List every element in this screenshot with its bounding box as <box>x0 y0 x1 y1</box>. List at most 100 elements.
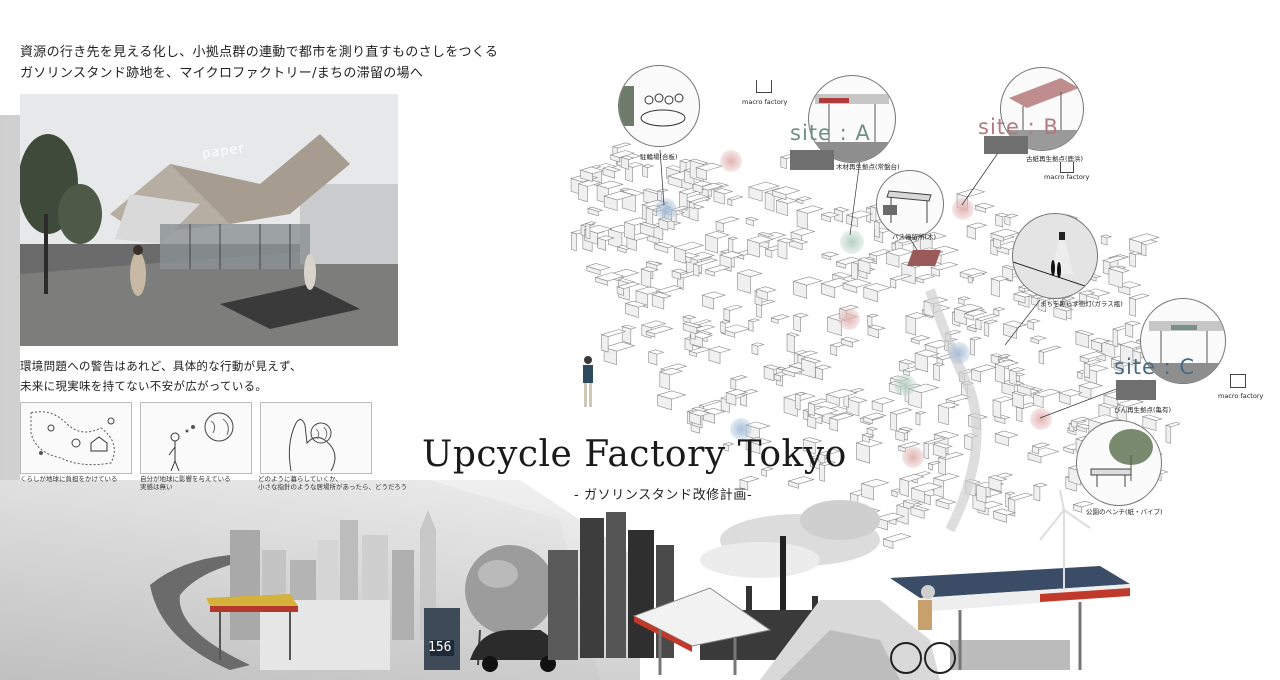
map-block-side <box>1004 215 1011 226</box>
map-block-side <box>1073 504 1083 513</box>
problem-statement: 環境問題への警告はあれど、具体的な行動が見えず、 未来に現実味を持てない不安が広… <box>20 356 302 396</box>
map-block-side <box>616 246 627 254</box>
map-block-side <box>988 476 1002 492</box>
map-block-side <box>836 261 846 269</box>
label-site-b: 古紙再生拠点(鹿浜) <box>1026 155 1084 163</box>
map-block-side <box>682 323 698 335</box>
label-site-a: 木材再生拠点(常盤台) <box>836 163 900 171</box>
map-block-side <box>905 315 917 336</box>
map-block-side <box>658 218 669 231</box>
map-block-side <box>1142 416 1157 432</box>
map-block-side <box>983 321 990 337</box>
map-block-side <box>667 175 683 189</box>
map-block-side <box>705 269 715 277</box>
bus-stop-marker <box>907 250 941 266</box>
label-lamp: まちを照らす街灯(ガラス瓶) <box>1040 300 1123 308</box>
map-block-side <box>595 277 609 286</box>
map-block-side <box>1033 484 1041 502</box>
map-block-side <box>975 205 986 213</box>
map-block-side <box>782 368 795 378</box>
map-block-side <box>789 239 803 251</box>
map-block-side <box>1132 350 1141 363</box>
site-b-building <box>984 136 1028 154</box>
map-block-side <box>1027 320 1034 330</box>
standing-person <box>583 356 593 407</box>
map-block-side <box>657 394 672 411</box>
fuel-price-sign: 156 <box>428 640 452 655</box>
macro-factory-icon-2 <box>1060 162 1074 173</box>
site-c-building <box>1116 380 1156 400</box>
map-block-side <box>994 433 1010 447</box>
map-block-side <box>723 443 729 452</box>
map-block-side <box>786 333 795 354</box>
map-block-side <box>586 265 601 276</box>
map-block-side <box>1058 392 1071 406</box>
site-c-label: site : C <box>1114 355 1196 379</box>
panel-3-caption: どのように暮らしていくか、 小さな指針のような居場所があったら、どうだろう <box>258 475 408 491</box>
map-block-side <box>808 402 815 417</box>
hotspot-blue-2 <box>948 342 970 364</box>
map-block-side <box>625 164 634 183</box>
map-block-side <box>883 538 894 549</box>
map-block-side <box>938 404 949 426</box>
map-block-side <box>796 209 808 230</box>
map-block-side <box>677 275 684 290</box>
hotspot-red-4 <box>1030 408 1052 430</box>
problem-line-1: 環境問題への警告はあれど、具体的な行動が見えず、 <box>20 359 302 373</box>
map-block-side <box>737 272 751 294</box>
map-block-side <box>702 294 714 310</box>
person-earth-sketch <box>168 412 234 472</box>
hotspot-red-2 <box>952 198 974 220</box>
map-block-side <box>640 268 652 288</box>
map-block-side <box>689 201 695 210</box>
map-block-side <box>795 393 801 411</box>
map-block-side <box>601 334 609 353</box>
map-block-side <box>915 412 921 426</box>
map-block-side <box>1165 424 1172 444</box>
map-block-side <box>745 218 754 227</box>
map-block-side <box>895 430 905 443</box>
map-block-side <box>610 154 620 163</box>
map-block-side <box>891 490 898 498</box>
map-block-side <box>967 325 977 333</box>
map-block-side <box>761 468 767 477</box>
panel-2-caption: 自分が地球に影響を与えている 実感は無い <box>140 475 231 491</box>
map-block-side <box>745 440 761 455</box>
map-block-side <box>874 220 880 238</box>
map-block-side <box>625 303 639 318</box>
map-block-side <box>930 267 940 277</box>
map-block-side <box>923 442 929 460</box>
map-block-side <box>1038 350 1044 365</box>
map-block-side <box>1030 337 1040 345</box>
map-block-side <box>821 253 831 261</box>
map-block-side <box>815 367 824 381</box>
map-block-side <box>780 156 787 170</box>
map-block-side <box>725 392 737 406</box>
map-block-side <box>803 409 809 421</box>
map-block-side <box>846 398 860 417</box>
map-block-side <box>777 239 788 260</box>
map-block-side <box>1129 297 1136 317</box>
vignette-bus-stop <box>876 170 944 238</box>
vignette-bicycle <box>618 65 700 147</box>
hand-holding-earth-sketch <box>288 419 336 472</box>
earth-burden-sketch <box>30 411 115 466</box>
map-block-side <box>639 223 655 238</box>
map-block-side <box>715 220 724 233</box>
map-block-side <box>720 321 726 334</box>
map-block-side <box>1113 363 1124 373</box>
map-block-side <box>1013 293 1026 304</box>
map-block-side <box>969 338 975 356</box>
map-block-side <box>764 191 775 212</box>
map-block-side <box>994 415 1006 425</box>
map-block-side <box>975 318 982 331</box>
map-block-side <box>863 286 879 303</box>
map-block-side <box>842 282 858 294</box>
map-block-side <box>867 315 873 327</box>
map-block-side <box>829 417 839 432</box>
vignette-lamp <box>1012 213 1098 299</box>
map-block-side <box>659 371 671 391</box>
map-block-side <box>616 286 624 296</box>
map-block-side <box>886 251 900 268</box>
map-block-side <box>899 478 909 498</box>
